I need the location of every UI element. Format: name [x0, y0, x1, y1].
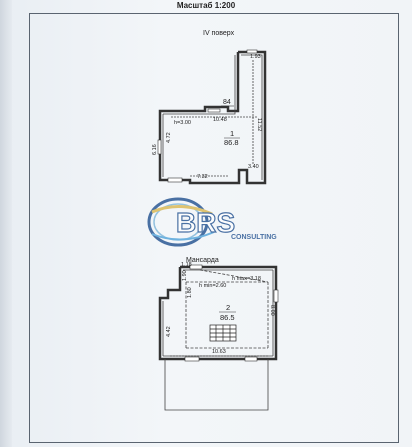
- floor4-area: 86.8: [224, 138, 239, 147]
- attic-hmin: h min=2.60: [199, 283, 226, 289]
- drawing-frame: [29, 13, 399, 443]
- attic-dim-left-upper: 1.80: [187, 287, 193, 298]
- floor4-area-number: 1: [230, 129, 234, 138]
- attic-dim-left-lower: 4.42: [166, 326, 172, 337]
- attic-area: 86.5: [220, 313, 235, 322]
- stairs-icon: [209, 324, 237, 342]
- dim-left-lower: 6.16: [152, 144, 158, 155]
- brs-watermark: BRS CONSULTING: [147, 197, 277, 247]
- room-number-84: 84: [223, 99, 231, 106]
- dim-bottom-right: 3.40: [248, 164, 259, 170]
- attic-dim-top-left: 1.90: [182, 270, 188, 281]
- attic-hmax: h max=3.18: [232, 276, 261, 282]
- attic-dim-bottom: 10.63: [212, 349, 226, 355]
- attic-dim-right: 8.00: [269, 305, 275, 316]
- attic-dim-top-small: 1.18: [181, 262, 192, 268]
- watermark-brand: BRS: [176, 207, 235, 238]
- watermark-sub: CONSULTING: [231, 234, 277, 241]
- height-label: h=3.00: [174, 120, 191, 126]
- dim-right: 11.52: [256, 118, 262, 131]
- dim-bottom: 7.32: [197, 174, 208, 180]
- dim-left-upper: 4.72: [166, 132, 172, 143]
- scale-label: Масштаб 1:200: [176, 1, 236, 10]
- dim-top-small: 1.93: [250, 54, 261, 60]
- attic-area-number: 2: [226, 303, 230, 312]
- attic-title: Мансарда: [186, 257, 219, 264]
- paper-fold: [0, 0, 12, 447]
- floor4-title: IV поверх: [203, 30, 235, 37]
- floor4-plan: [158, 50, 267, 185]
- dim-top-mid: 10.48: [213, 117, 227, 123]
